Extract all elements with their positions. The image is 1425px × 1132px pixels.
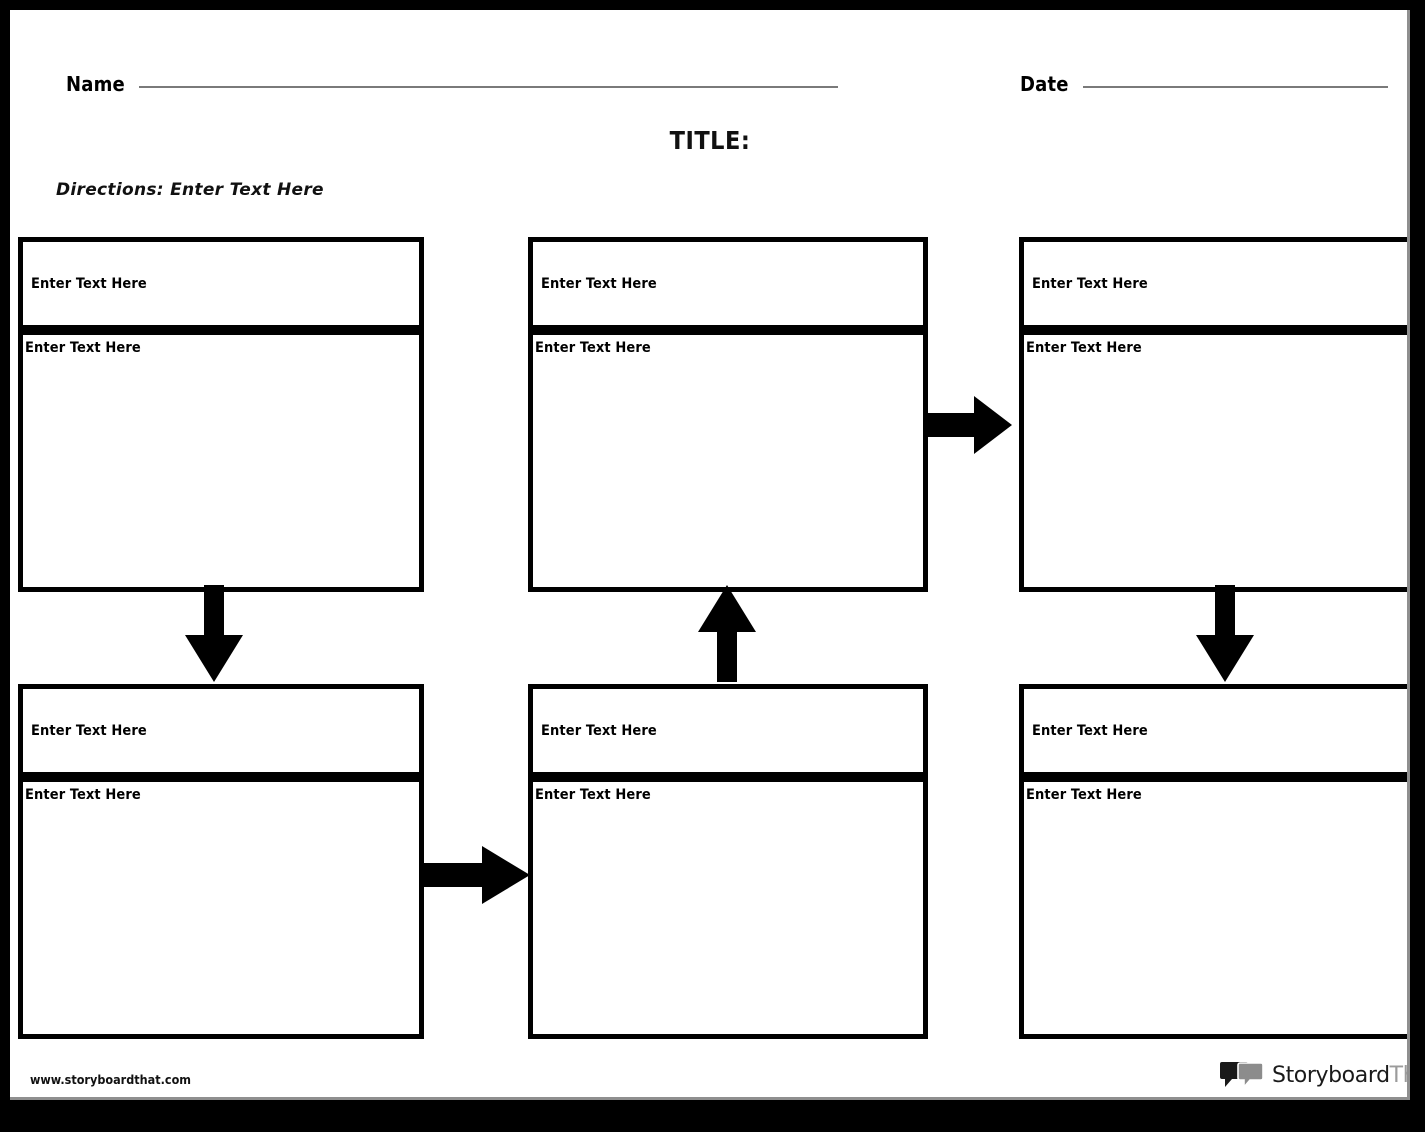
date-field[interactable]: Date — [1020, 72, 1388, 96]
cell-body-text: Enter Text Here — [535, 787, 651, 803]
cell-body-text: Enter Text Here — [25, 340, 141, 356]
date-input-rule[interactable] — [1082, 86, 1388, 88]
cell-body-text: Enter Text Here — [1026, 787, 1142, 803]
cell-body[interactable]: Enter Text Here — [1019, 777, 1407, 1039]
arrow-up-icon — [698, 585, 756, 682]
logo-secondary-text: That — [1389, 1062, 1407, 1088]
cell-header[interactable]: Enter Text Here — [1019, 237, 1407, 330]
name-field[interactable]: Name — [66, 72, 838, 96]
cell-bottom-right: Enter Text Here Enter Text Here — [1019, 684, 1407, 1039]
cell-body[interactable]: Enter Text Here — [18, 777, 424, 1039]
cell-header[interactable]: Enter Text Here — [18, 684, 424, 777]
cell-header[interactable]: Enter Text Here — [18, 237, 424, 330]
arrow-down-icon — [1196, 585, 1254, 682]
cell-header-text: Enter Text Here — [541, 275, 657, 292]
cell-body-text: Enter Text Here — [535, 340, 651, 356]
logo-primary-text: Storyboard — [1272, 1062, 1390, 1088]
cell-top-middle: Enter Text Here Enter Text Here — [528, 237, 928, 592]
arrow-down-icon — [185, 585, 243, 682]
cell-top-left: Enter Text Here Enter Text Here — [18, 237, 424, 592]
cell-header[interactable]: Enter Text Here — [1019, 684, 1407, 777]
cell-body[interactable]: Enter Text Here — [528, 777, 928, 1039]
worksheet-page: Name Date TITLE: Directions: Enter Text … — [10, 10, 1410, 1100]
cell-body[interactable]: Enter Text Here — [18, 330, 424, 592]
arrow-right-icon — [928, 396, 1012, 454]
footer-url[interactable]: www.storyboardthat.com — [30, 1072, 192, 1087]
cell-header-text: Enter Text Here — [541, 722, 657, 739]
cell-top-right: Enter Text Here Enter Text Here — [1019, 237, 1407, 592]
cell-bottom-middle: Enter Text Here Enter Text Here — [528, 684, 928, 1039]
name-label: Name — [66, 72, 125, 96]
date-label: Date — [1020, 72, 1069, 96]
cell-body[interactable]: Enter Text Here — [528, 330, 928, 592]
directions-text[interactable]: Directions: Enter Text Here — [56, 180, 324, 200]
speech-bubbles-icon — [1220, 1060, 1264, 1090]
cell-body-text: Enter Text Here — [25, 787, 141, 803]
cell-header-text: Enter Text Here — [31, 275, 147, 292]
arrow-right-icon — [424, 846, 530, 904]
cell-header-text: Enter Text Here — [31, 722, 147, 739]
name-input-rule[interactable] — [138, 86, 838, 88]
cell-header-text: Enter Text Here — [1032, 275, 1148, 292]
cell-body-text: Enter Text Here — [1026, 340, 1142, 356]
cell-header[interactable]: Enter Text Here — [528, 684, 928, 777]
storyboardthat-logo[interactable]: StoryboardThat — [1220, 1060, 1407, 1090]
cell-body[interactable]: Enter Text Here — [1019, 330, 1407, 592]
cell-header-text: Enter Text Here — [1032, 722, 1148, 739]
cell-bottom-left: Enter Text Here Enter Text Here — [18, 684, 424, 1039]
logo-wordmark: StoryboardThat — [1272, 1062, 1407, 1088]
cell-header[interactable]: Enter Text Here — [528, 237, 928, 330]
page-title[interactable]: TITLE: — [669, 126, 751, 155]
